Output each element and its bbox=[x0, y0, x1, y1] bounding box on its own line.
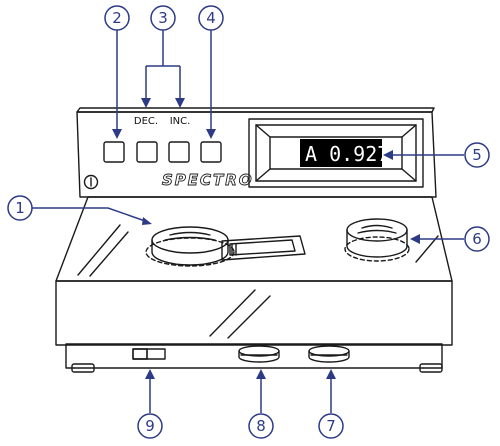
callout-8: 8 bbox=[248, 413, 274, 439]
brand-logo: SPECTRO bbox=[162, 171, 254, 189]
base-knob-left[interactable] bbox=[238, 345, 280, 363]
svg-text:1: 1 bbox=[15, 199, 25, 217]
front-panel bbox=[55, 280, 453, 346]
control-housing bbox=[76, 107, 437, 198]
svg-text:9: 9 bbox=[145, 417, 155, 435]
callout-2: 2 bbox=[104, 5, 130, 31]
svg-text:6: 6 bbox=[472, 230, 482, 248]
callout-4: 4 bbox=[198, 5, 224, 31]
callout-5: 5 bbox=[464, 142, 490, 168]
leader-lines bbox=[32, 29, 464, 413]
filter-lever[interactable] bbox=[221, 235, 306, 261]
svg-text:7: 7 bbox=[326, 417, 336, 435]
svg-text:8: 8 bbox=[256, 417, 266, 435]
svg-text:2: 2 bbox=[112, 9, 122, 27]
lcd-screen bbox=[300, 139, 382, 167]
callout-3: 3 bbox=[150, 5, 176, 31]
callout-9: 9 bbox=[137, 413, 163, 439]
inc-label: INC. bbox=[170, 116, 191, 127]
callout-1: 1 bbox=[7, 195, 33, 221]
base-knob-right[interactable] bbox=[308, 345, 350, 363]
svg-text:4: 4 bbox=[206, 9, 216, 27]
instrument-base bbox=[65, 343, 443, 373]
dec-button[interactable] bbox=[136, 141, 158, 163]
base-slide-switch[interactable] bbox=[132, 348, 166, 360]
display-reading: A 0.927 bbox=[305, 142, 389, 166]
button-4[interactable] bbox=[200, 141, 222, 163]
display-unit: A 0.927 bbox=[248, 118, 424, 188]
callout-7: 7 bbox=[318, 413, 344, 439]
button-panel: DEC. INC. bbox=[103, 116, 222, 163]
callout-6: 6 bbox=[464, 226, 490, 252]
sample-compartment bbox=[145, 226, 235, 267]
power-switch[interactable]: I bbox=[83, 174, 99, 190]
wavelength-knob[interactable] bbox=[344, 218, 410, 262]
button-1[interactable] bbox=[103, 141, 125, 163]
dec-label: DEC. bbox=[134, 116, 158, 127]
svg-text:3: 3 bbox=[158, 9, 168, 27]
svg-text:5: 5 bbox=[472, 146, 482, 164]
inc-button[interactable] bbox=[168, 141, 190, 163]
sample-lid[interactable] bbox=[151, 226, 229, 254]
